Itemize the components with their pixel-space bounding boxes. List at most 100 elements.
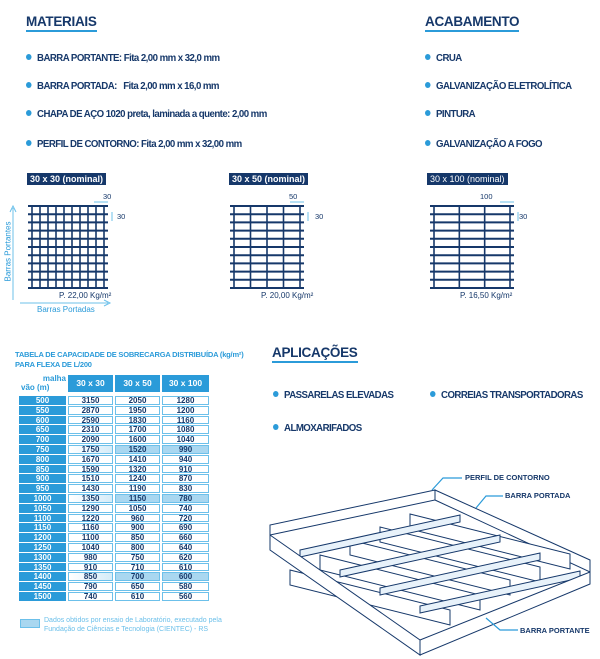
value-cell: 1050 xyxy=(115,503,160,513)
value-cell: 1750 xyxy=(68,444,113,454)
span-cell: 700 xyxy=(19,435,66,444)
span-cell: 1150 xyxy=(19,523,66,533)
value-cell: 1590 xyxy=(68,464,113,474)
span-cell: 1250 xyxy=(19,542,66,552)
grid-drawings xyxy=(9,201,519,307)
bullet-icon xyxy=(26,110,32,116)
span-cell: 600 xyxy=(19,415,66,425)
bullet-icon xyxy=(425,110,431,116)
value-cell: 2050 xyxy=(115,396,160,405)
value-cell: 2090 xyxy=(68,435,113,444)
span-cell: 500 xyxy=(19,396,66,405)
value-cell: 710 xyxy=(115,562,160,572)
span-cell: 1450 xyxy=(19,582,66,591)
grid-pattern xyxy=(230,201,309,289)
span-cell: 750 xyxy=(19,444,66,454)
value-cell: 1670 xyxy=(68,454,113,464)
dimension-marks xyxy=(290,201,309,221)
value-cell: 1040 xyxy=(162,435,209,444)
value-cell: 850 xyxy=(115,533,160,542)
value-cell: 1350 xyxy=(68,493,113,503)
note-line: Fundação de Ciências e Tecnologia (CIENT… xyxy=(44,626,209,633)
span-cell: 1400 xyxy=(19,572,66,582)
lab-legend-swatch xyxy=(20,619,40,628)
span-cell: 900 xyxy=(19,474,66,484)
bullet-icon xyxy=(26,82,32,88)
weight-30x30: P. 22,00 Kg/m² xyxy=(59,291,112,300)
span-cell: 1200 xyxy=(19,533,66,542)
grid-pattern xyxy=(28,201,113,289)
span-cell: 850 xyxy=(19,464,66,474)
value-cell: 870 xyxy=(162,474,209,484)
acabamento-item: CRUA xyxy=(425,52,462,64)
grid-pattern xyxy=(430,201,519,289)
note-line: Dados obtidos por ensaio de Laboratório,… xyxy=(44,617,222,624)
col-header: 30 x 50 xyxy=(115,375,160,392)
aplicacoes-title: APLICAÇÕES xyxy=(272,345,358,363)
value-cell: 620 xyxy=(162,552,209,562)
value-cell: 980 xyxy=(68,552,113,562)
bullet-icon xyxy=(26,54,32,60)
value-cell: 1600 xyxy=(115,435,160,444)
value-cell: 2310 xyxy=(68,425,113,435)
value-cell: 720 xyxy=(162,513,209,523)
item-label: CORREIAS TRANSPORTADORAS xyxy=(441,389,583,401)
value-cell: 1280 xyxy=(162,396,209,405)
label-barra-portante: BARRA PORTANTE xyxy=(520,626,590,635)
grid-label-30x100: 30 x 100 (nominal) xyxy=(427,173,508,185)
item-label: ALMOXARIFADOS xyxy=(284,422,362,434)
bullet-icon xyxy=(425,54,431,60)
item-label: CRUA xyxy=(436,52,462,64)
value-cell: 1510 xyxy=(68,474,113,484)
item-label: PASSARELAS ELEVADAS xyxy=(284,389,394,401)
bullet-icon xyxy=(26,140,32,146)
item-label: GALVANIZAÇÃO A FOGO xyxy=(436,138,543,150)
value-cell: 850 xyxy=(68,572,113,582)
h-dim: 100 xyxy=(480,192,493,201)
value-cell: 1220 xyxy=(68,513,113,523)
materiais-item: CHAPA DE AÇO 1020 preta, laminada a quen… xyxy=(26,108,267,120)
value-cell: 790 xyxy=(68,582,113,591)
item-label: BARRA PORTADA: xyxy=(37,80,117,92)
h-dim: 50 xyxy=(289,192,298,201)
span-cell: 1350 xyxy=(19,562,66,572)
leader-perfil xyxy=(431,477,462,491)
span-cell: 550 xyxy=(19,405,66,415)
corner-vao: vão (m) xyxy=(21,383,50,392)
acabamento-item: PINTURA xyxy=(425,108,476,120)
value-cell: 700 xyxy=(115,572,160,582)
bullet-icon xyxy=(425,82,431,88)
weight-30x100: P. 16,50 Kg/m² xyxy=(460,291,513,300)
item-label: BARRA PORTANTE: xyxy=(37,52,122,64)
value-cell: 640 xyxy=(162,542,209,552)
h-dim: 30 xyxy=(103,192,112,201)
v-dim: 30 xyxy=(117,212,126,221)
bullet-icon xyxy=(273,424,279,430)
grid-label-30x30: 30 x 30 (nominal) xyxy=(27,173,107,185)
item-value: Fita 2,00 mm x 32,00 mm xyxy=(138,138,242,150)
bullet-icon xyxy=(430,391,436,397)
value-cell: 1040 xyxy=(68,542,113,552)
value-cell: 580 xyxy=(162,582,209,591)
value-cell: 610 xyxy=(115,591,160,601)
item-value: Fita 2,00 mm x 32,0 mm xyxy=(121,52,220,64)
item-label: GALVANIZAÇÃO ELETROLÍTICA xyxy=(436,80,572,92)
span-cell: 650 xyxy=(19,425,66,435)
value-cell: 1100 xyxy=(68,533,113,542)
value-cell: 940 xyxy=(162,454,209,464)
value-cell: 560 xyxy=(162,591,209,601)
value-cell: 960 xyxy=(115,513,160,523)
leader-portante xyxy=(485,617,518,631)
leader-portada xyxy=(475,495,503,509)
v-dim: 30 xyxy=(315,212,324,221)
grid-label-30x50: 30 x 50 (nominal) xyxy=(229,173,309,185)
value-cell: 660 xyxy=(162,533,209,542)
dimension-marks xyxy=(500,201,519,221)
acabamento-item: GALVANIZAÇÃO ELETROLÍTICA xyxy=(425,80,572,92)
span-cell: 1000 xyxy=(19,493,66,503)
span-cell: 1300 xyxy=(19,552,66,562)
dimension-marks xyxy=(94,201,113,221)
col-header: 30 x 30 xyxy=(68,375,113,392)
table-title-line: TABELA DE CAPACIDADE DE SOBRECARGA DISTR… xyxy=(15,350,244,359)
span-cell: 1050 xyxy=(19,503,66,513)
